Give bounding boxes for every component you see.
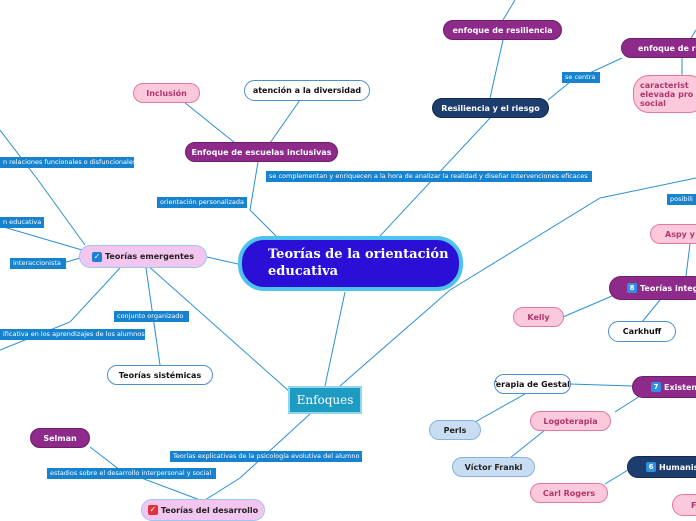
node-teorias-desarrollo[interactable]: ✓ Teorías del desarrollo — [141, 499, 265, 521]
tag-interaccionista-label: interaccionista — [13, 259, 61, 267]
node-logoterapia[interactable]: Logoterapia — [530, 411, 611, 431]
link-enfoques-emergentes — [145, 263, 291, 393]
priority-6-icon: 6 — [646, 462, 656, 472]
link-existenc-logoterapia — [614, 395, 641, 413]
node-kelly[interactable]: Kelly — [513, 307, 564, 327]
node-terapia-gestalt-label: Terapia de Gestalt — [494, 379, 571, 389]
node-partial-bottom-right[interactable]: F — [672, 494, 696, 516]
node-escuelas-inclusivas[interactable]: Enfoque de escuelas inclusivas — [185, 142, 338, 162]
tag-interaccionista[interactable]: interaccionista — [10, 258, 66, 269]
link-integr-carkhuff — [641, 299, 661, 323]
node-enfoque-resiliencia-right-label: enfoque de resi — [638, 43, 696, 53]
node-logoterapia-label: Logoterapia — [543, 416, 598, 426]
node-partial-bottom-right-label: F — [691, 500, 696, 510]
link-existenc-gestalt — [569, 383, 633, 387]
node-teorias-emergentes[interactable]: ✓ Teorías emergentes — [79, 245, 207, 268]
node-perls-label: Perls — [443, 425, 467, 435]
link-enfoques-desarrollo — [204, 413, 311, 501]
node-existencial-label: Existen — [664, 382, 696, 392]
tag-aprendizajes[interactable]: ificativa en los aprendizajes de los alu… — [0, 329, 145, 340]
link-resiliencia-top-up — [502, 0, 516, 21]
central-topic-title: Teorías de la orientación educativa — [268, 247, 449, 279]
link-integr-kelly — [562, 295, 613, 318]
tag-complementan-label: se complementan y enriquecen a la hora d… — [269, 172, 588, 180]
central-topic[interactable]: Teorías de la orientación educativa — [238, 236, 463, 291]
node-carl-rogers-label: Carl Rogers — [542, 488, 596, 498]
node-resiliencia-riesgo[interactable]: Resiliencia y el riesgo — [432, 98, 549, 118]
node-perls[interactable]: Perls — [429, 420, 481, 440]
node-escuelas-inclusivas-label: Enfoque de escuelas inclusivas — [191, 147, 332, 157]
node-carl-rogers[interactable]: Carl Rogers — [530, 483, 608, 503]
node-teorias-integradoras[interactable]: 8 Teorías integr — [609, 276, 696, 300]
link-escuelas-atencion — [269, 99, 301, 144]
node-inclusion-label: Inclusión — [146, 88, 187, 98]
link-emergentes-aprendizajes — [0, 267, 121, 351]
link-escuelas-inclusion — [183, 101, 236, 144]
node-atencion-diversidad-label: atención a la diversidad — [252, 86, 362, 95]
node-teorias-desarrollo-label: Teorías del desarrollo — [160, 505, 259, 515]
node-inclusion[interactable]: Inclusión — [133, 83, 200, 103]
node-teorias-sistemicas-label: Teorías sistémicas — [118, 370, 202, 380]
node-humanista[interactable]: 6 Humanis — [627, 456, 696, 478]
tag-explicativas-label: Teorías explicativas de la psicología ev… — [173, 452, 360, 460]
tag-conjunto-organizado[interactable]: conjunto organizado — [114, 311, 189, 322]
enfoques-label: Enfoques — [296, 393, 354, 407]
tag-orientacion-personalizada[interactable]: orientación personalizada — [157, 197, 247, 208]
tag-posibili[interactable]: posibili — [667, 194, 696, 205]
node-enfoque-resiliencia-label: enfoque de resiliencia — [452, 25, 553, 35]
tag-n-educativa[interactable]: n educativa — [0, 217, 44, 228]
enfoques-node[interactable]: Enfoques — [288, 386, 362, 414]
node-victor-frankl-label: Víctor Frankl — [464, 462, 523, 472]
tag-se-centra-label: se centra — [565, 73, 596, 81]
node-atencion-diversidad[interactable]: atención a la diversidad — [244, 80, 370, 101]
node-existencial[interactable]: 7 Existen — [632, 376, 696, 398]
node-teorias-emergentes-label: Teorías emergentes — [105, 252, 194, 261]
tag-relaciones[interactable]: n relaciones funcionales o disfuncionale… — [0, 157, 134, 168]
link-center-emergentes — [206, 256, 239, 265]
node-selman-label: Selman — [43, 433, 77, 443]
node-caracteristicas[interactable]: caracterist elevada pro social — [633, 75, 696, 113]
tag-posibili-label: posibili — [670, 195, 693, 203]
checkbox-icon: ✓ — [147, 505, 158, 515]
node-enfoque-resiliencia-right[interactable]: enfoque de resi — [621, 38, 696, 58]
tag-estadios[interactable]: estadios sobre el desarrollo interperson… — [47, 468, 216, 479]
link-riesgo-resiliencia-top — [489, 39, 504, 99]
priority-8-icon: 8 — [627, 283, 637, 293]
link-logoterapia-frankl — [509, 429, 546, 459]
node-carkhuff[interactable]: Carkhuff — [608, 321, 676, 342]
link-emergentes-neducativa — [0, 225, 83, 251]
node-selman[interactable]: Selman — [30, 428, 90, 448]
node-resiliencia-riesgo-label: Resiliencia y el riesgo — [441, 103, 540, 113]
node-victor-frankl[interactable]: Víctor Frankl — [452, 457, 535, 477]
node-humanista-label: Humanis — [659, 462, 696, 472]
link-center-escuelas — [249, 161, 281, 241]
tag-estadios-label: estadios sobre el desarrollo interperson… — [50, 469, 212, 477]
node-teorias-sistemicas[interactable]: Teorías sistémicas — [107, 365, 213, 385]
node-kelly-label: Kelly — [527, 312, 550, 322]
node-aspy-label: Aspy y — [665, 229, 695, 239]
tag-complementan[interactable]: se complementan y enriquecen a la hora d… — [266, 171, 592, 182]
node-teorias-integradoras-label: Teorías integr — [640, 283, 696, 293]
tag-conjunto-organizado-label: conjunto organizado — [117, 312, 184, 320]
link-center-enfoques — [324, 291, 346, 387]
tag-explicativas[interactable]: Teorías explicativas de la psicología ev… — [170, 451, 362, 462]
tag-orientacion-personalizada-label: orientación personalizada — [160, 198, 245, 206]
node-enfoque-resiliencia[interactable]: enfoque de resiliencia — [443, 20, 562, 40]
tag-relaciones-label: n relaciones funcionales o disfuncionale… — [3, 158, 134, 166]
tag-n-educativa-label: n educativa — [3, 218, 42, 226]
link-integr-aspy — [685, 243, 691, 277]
link-enfoques-integr — [339, 177, 696, 387]
link-emergentes-relaciones — [0, 129, 86, 246]
priority-7-icon: 7 — [651, 382, 661, 392]
tag-se-centra[interactable]: se centra — [562, 72, 600, 83]
node-carkhuff-label: Carkhuff — [622, 327, 662, 336]
tag-aprendizajes-label: ificativa en los aprendizajes de los alu… — [3, 330, 145, 338]
link-humanis-rogers — [604, 469, 629, 485]
checkbox-icon: ✓ — [92, 251, 103, 262]
node-aspy[interactable]: Aspy y — [650, 224, 696, 244]
node-caracteristicas-label: caracterist elevada pro social — [640, 80, 694, 108]
link-gestalt-perls — [474, 393, 526, 423]
node-terapia-gestalt[interactable]: Terapia de Gestalt — [494, 374, 571, 394]
